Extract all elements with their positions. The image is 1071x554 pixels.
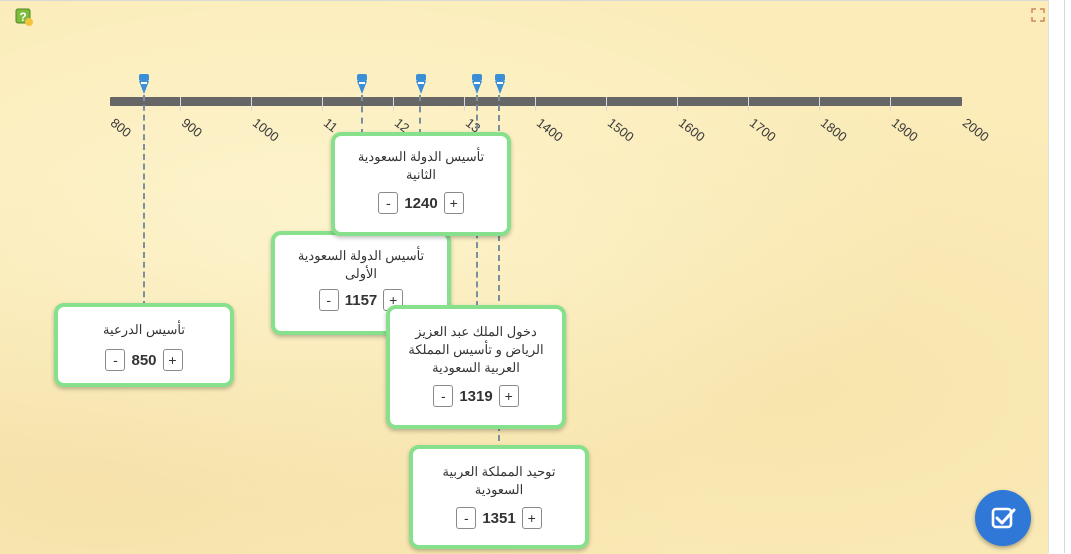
increment-button[interactable]: +: [162, 349, 183, 371]
increment-button[interactable]: +: [521, 507, 542, 529]
axis-tick: [180, 97, 181, 111]
axis-tick: [322, 97, 323, 111]
timeline-stage: ? 800 900 1000 11 12 13 1400 1500 1600 1…: [0, 0, 1048, 554]
event-year: 1351: [482, 509, 516, 527]
pin-marker-1351[interactable]: [494, 74, 506, 96]
axis-tick: [606, 97, 607, 111]
connector-line: [419, 95, 421, 135]
axis-tick: [535, 97, 536, 111]
year-label: 1600: [675, 115, 708, 145]
event-year: 850: [131, 351, 157, 369]
event-card-1240[interactable]: تأسيس الدولة السعودية الثانية - 1240 +: [331, 132, 511, 236]
axis-tick: [819, 97, 820, 111]
timeline-axis: [110, 97, 962, 106]
axis-tick: [890, 97, 891, 111]
event-card-850[interactable]: تأسيس الدرعية - 850 +: [54, 303, 234, 387]
event-title: تأسيس الدرعية: [103, 322, 185, 337]
decrement-button[interactable]: -: [318, 289, 339, 311]
event-title: تأسيس الدولة السعودية الثانية: [357, 149, 485, 182]
svg-text:?: ?: [19, 10, 26, 24]
year-label: 1000: [249, 115, 282, 145]
event-year: 1240: [404, 194, 438, 212]
axis-tick: [748, 97, 749, 111]
connector-line: [143, 95, 145, 307]
increment-button[interactable]: +: [443, 192, 464, 214]
year-label: 2000: [959, 115, 992, 145]
fullscreen-icon[interactable]: [1031, 8, 1045, 22]
event-card-1319[interactable]: دخول الملك عبد العزيز الرياض و تأسيس الم…: [386, 305, 566, 429]
event-title: دخول الملك عبد العزيز الرياض و تأسيس الم…: [408, 324, 544, 375]
connector-line: [361, 95, 363, 135]
year-label: 1800: [817, 115, 850, 145]
decrement-button[interactable]: -: [456, 507, 477, 529]
axis-tick: [251, 97, 252, 111]
year-label: 800: [107, 115, 135, 141]
pin-marker-1157[interactable]: [356, 74, 368, 96]
scrollbar-rail: [1064, 0, 1065, 553]
axis-tick: [464, 97, 465, 111]
year-label: 1400: [533, 115, 566, 145]
event-card-1157[interactable]: تأسيس الدولة السعودية الأولى - 1157 +: [271, 231, 451, 335]
connector-line: [498, 95, 500, 451]
scrollbar[interactable]: [1048, 0, 1071, 553]
decrement-button[interactable]: -: [433, 385, 454, 407]
check-icon: [991, 507, 1016, 529]
axis-tick: [677, 97, 678, 111]
event-title: تأسيس الدولة السعودية الأولى: [297, 248, 425, 281]
check-answer-button[interactable]: [975, 490, 1031, 546]
event-title: توحيد المملكة العربية السعودية: [442, 464, 556, 497]
decrement-button[interactable]: -: [105, 349, 126, 371]
pin-marker-1240[interactable]: [415, 74, 427, 96]
pin-marker-850[interactable]: [138, 74, 150, 96]
decrement-button[interactable]: -: [378, 192, 399, 214]
event-year: 1319: [459, 387, 493, 405]
event-year: 1157: [344, 291, 378, 309]
increment-button[interactable]: +: [498, 385, 519, 407]
axis-tick: [393, 97, 394, 111]
year-label: 1500: [604, 115, 637, 145]
pin-marker-1319[interactable]: [471, 74, 483, 96]
year-label: 1700: [746, 115, 779, 145]
event-card-1351[interactable]: توحيد المملكة العربية السعودية - 1351 +: [409, 445, 589, 549]
year-label: 1900: [888, 115, 921, 145]
help-icon[interactable]: ?: [14, 6, 36, 28]
year-label: 900: [178, 115, 206, 141]
